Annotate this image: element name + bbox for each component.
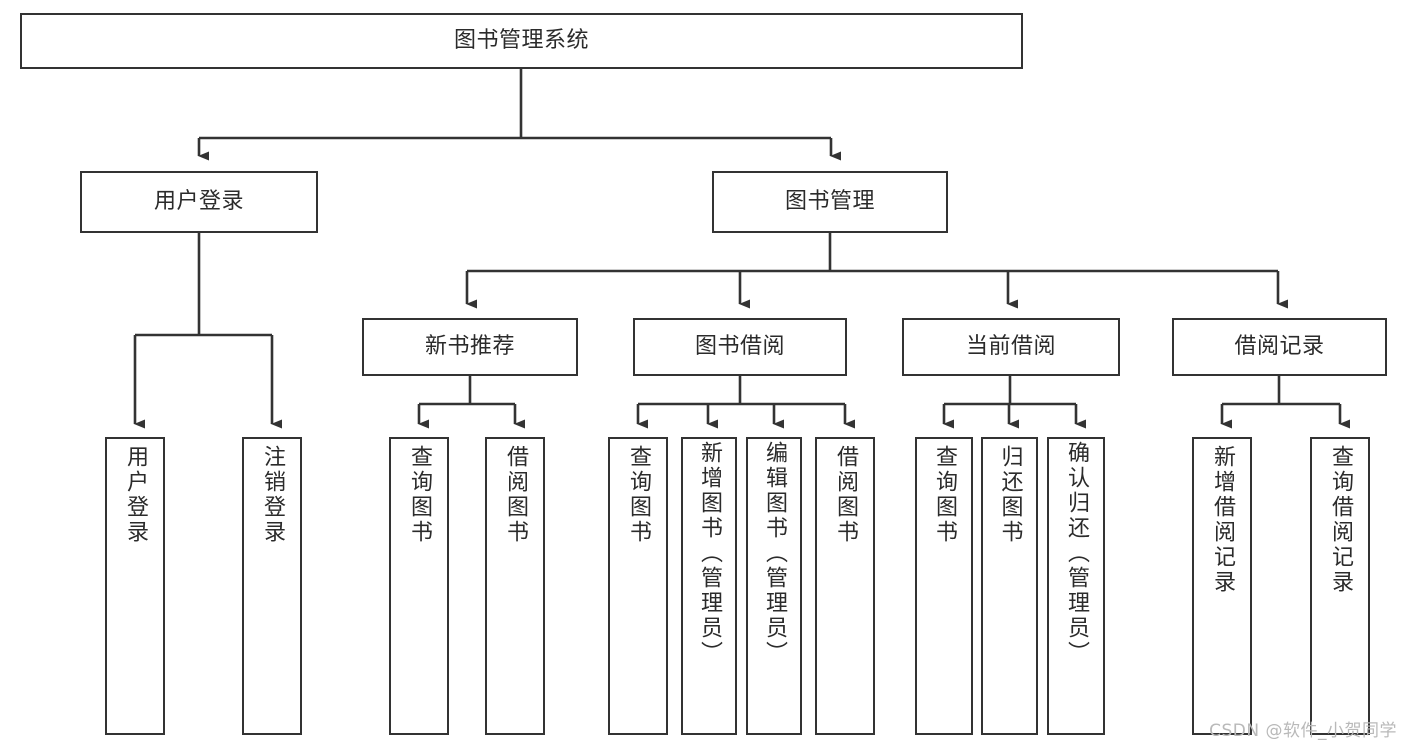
leaf-confirm-return-admin[interactable]: 确认归还（管理员） (1047, 437, 1105, 735)
leaf-return-book[interactable]: 归还图书 (981, 437, 1038, 735)
watermark: CSDN @软件_小贺同学 (1209, 721, 1397, 741)
node-book-borrow[interactable]: 图书借阅 (633, 318, 847, 376)
node-label: 注销登录 (260, 445, 285, 545)
node-label: 新增借阅记录 (1210, 445, 1235, 595)
node-label: 新增图书（管理员） (697, 441, 722, 666)
leaf-query-borrow-record[interactable]: 查询借阅记录 (1310, 437, 1370, 735)
node-current-borrow[interactable]: 当前借阅 (902, 318, 1120, 376)
node-new-book-recommend[interactable]: 新书推荐 (362, 318, 578, 376)
node-label: 用户登录 (153, 189, 244, 215)
leaf-query-book-recommend[interactable]: 查询图书 (389, 437, 449, 735)
node-label: 新书推荐 (424, 334, 515, 360)
node-label: 图书借阅 (694, 334, 785, 360)
leaf-query-book-current[interactable]: 查询图书 (915, 437, 973, 735)
node-label: 图书管理系统 (453, 28, 589, 54)
node-label: 借阅图书 (503, 445, 528, 545)
leaf-edit-book-admin[interactable]: 编辑图书（管理员） (746, 437, 802, 735)
node-book-management-system[interactable]: 图书管理系统 (20, 13, 1023, 69)
node-label: 图书管理 (784, 189, 875, 215)
node-label: 查询图书 (932, 445, 957, 545)
node-user-login[interactable]: 用户登录 (80, 171, 318, 233)
node-label: 确认归还（管理员） (1064, 441, 1089, 666)
node-label: 借阅记录 (1234, 334, 1325, 360)
leaf-add-book-admin[interactable]: 新增图书（管理员） (681, 437, 737, 735)
node-label: 归还图书 (997, 445, 1023, 545)
node-label: 借阅图书 (833, 445, 858, 545)
node-label: 查询图书 (407, 445, 432, 545)
leaf-logout[interactable]: 注销登录 (242, 437, 302, 735)
leaf-query-book-borrow[interactable]: 查询图书 (608, 437, 668, 735)
leaf-user-login[interactable]: 用户登录 (105, 437, 165, 735)
node-borrow-record[interactable]: 借阅记录 (1172, 318, 1387, 376)
node-label: 查询借阅记录 (1328, 445, 1353, 595)
node-label: 当前借阅 (965, 334, 1056, 360)
leaf-borrow-book[interactable]: 借阅图书 (815, 437, 875, 735)
node-label: 用户登录 (123, 445, 148, 545)
leaf-add-borrow-record[interactable]: 新增借阅记录 (1192, 437, 1252, 735)
leaf-borrow-book-recommend[interactable]: 借阅图书 (485, 437, 545, 735)
node-label: 查询图书 (626, 445, 651, 545)
node-label: 编辑图书（管理员） (762, 441, 787, 666)
node-book-management[interactable]: 图书管理 (712, 171, 948, 233)
